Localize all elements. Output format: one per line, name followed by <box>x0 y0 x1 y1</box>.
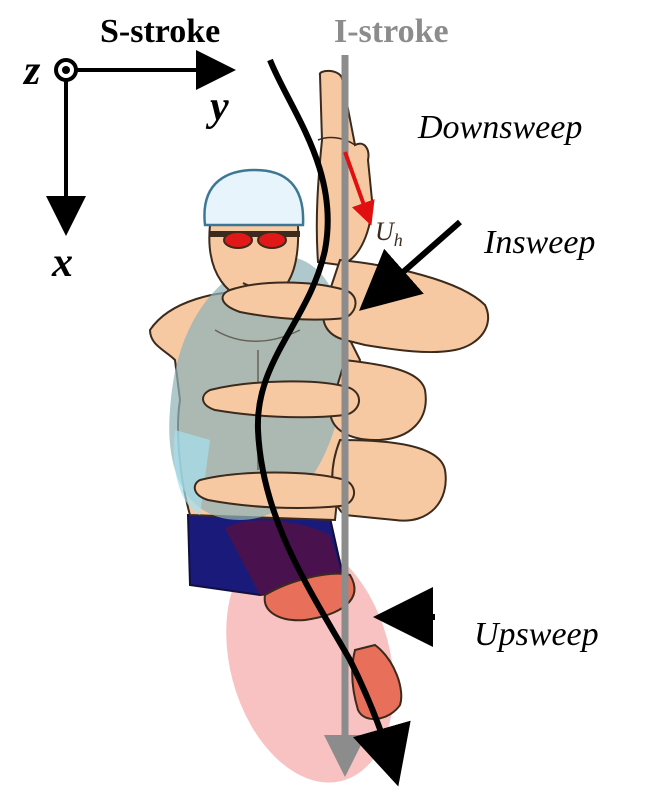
swim-cap <box>204 170 303 225</box>
s-stroke-label: S-stroke <box>100 13 220 50</box>
upsweep-label: Upsweep <box>474 616 599 653</box>
z-axis-label: z <box>22 48 41 94</box>
velocity-label: Uh <box>375 217 403 250</box>
lower-arm <box>332 440 446 521</box>
insweep-label: Insweep <box>483 224 595 261</box>
lower-hand <box>195 473 354 509</box>
mid-hand <box>203 381 359 417</box>
velocity-subscript: h <box>394 230 403 250</box>
downsweep-label: Downsweep <box>417 109 582 146</box>
x-axis-label: x <box>51 240 73 286</box>
y-axis-label: y <box>205 84 229 130</box>
coordinate-axes <box>56 60 228 228</box>
i-stroke-label: I-stroke <box>334 13 449 50</box>
